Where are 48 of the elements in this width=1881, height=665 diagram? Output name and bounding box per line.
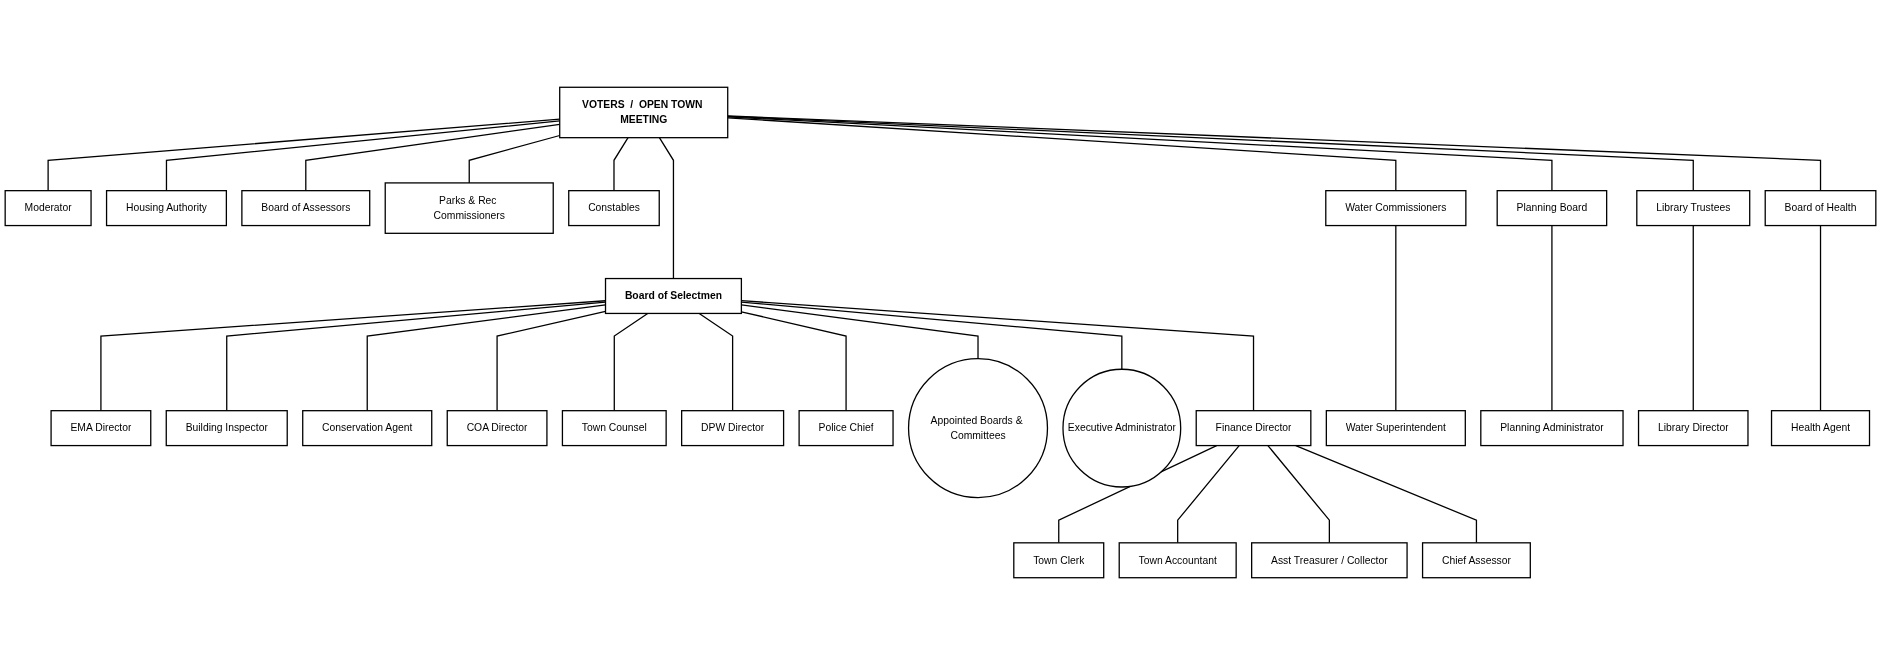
node-box: Health Agent [1770, 410, 1871, 447]
node-box: Water Commissioners [1325, 190, 1467, 227]
connector [740, 300, 1255, 412]
connector [727, 117, 1397, 192]
node-box: Board of Selectmen [604, 277, 743, 315]
connector [1395, 224, 1397, 412]
node-box: Town Counsel [561, 410, 667, 447]
node-box: Town Clerk [1013, 542, 1105, 579]
node-circle: Appointed Boards & Committees [907, 358, 1049, 499]
connector [1551, 224, 1553, 412]
node-box: Planning Board [1496, 190, 1608, 227]
connector [366, 304, 607, 412]
connector [613, 137, 629, 192]
node-box: Water Superintendent [1325, 410, 1466, 447]
node-box: Library Director [1637, 410, 1749, 447]
connector [226, 301, 607, 412]
node-box: Chief Assessor [1421, 542, 1531, 579]
node-box: COA Director [446, 410, 548, 447]
connector [100, 300, 607, 412]
connector [1295, 444, 1478, 544]
node-box: Constables [568, 190, 660, 227]
node-box: Town Accountant [1118, 542, 1237, 579]
connector [1177, 444, 1240, 544]
node-box: Conservation Agent [302, 410, 433, 447]
node-box: VOTERS / OPEN TOWN MEETING [559, 86, 729, 139]
node-box: Finance Director [1195, 410, 1312, 447]
connector [613, 312, 649, 412]
node-box: Asst Treasurer / Collector [1251, 542, 1408, 579]
connector [698, 312, 734, 412]
node-box: Board of Assessors [241, 190, 371, 227]
node-box: Parks & Rec Commissioners [384, 182, 554, 234]
node-box: Police Chief [798, 410, 894, 447]
connector [496, 310, 607, 412]
node-box: EMA Director [50, 410, 152, 447]
node-box: Library Trustees [1636, 190, 1751, 227]
node-box: DPW Director [681, 410, 785, 447]
connector [1819, 224, 1822, 412]
node-box: Housing Authority [105, 190, 227, 227]
node-box: Board of Health [1764, 190, 1877, 227]
node-box: Planning Administrator [1480, 410, 1624, 447]
node-circle: Executive Administrator [1062, 368, 1182, 488]
node-box: Building Inspector [165, 410, 288, 447]
connector [1267, 444, 1330, 544]
node-box: Moderator [4, 190, 92, 227]
connector [727, 116, 1553, 192]
connector [1692, 224, 1694, 412]
connector [658, 137, 675, 280]
connector [740, 311, 847, 412]
